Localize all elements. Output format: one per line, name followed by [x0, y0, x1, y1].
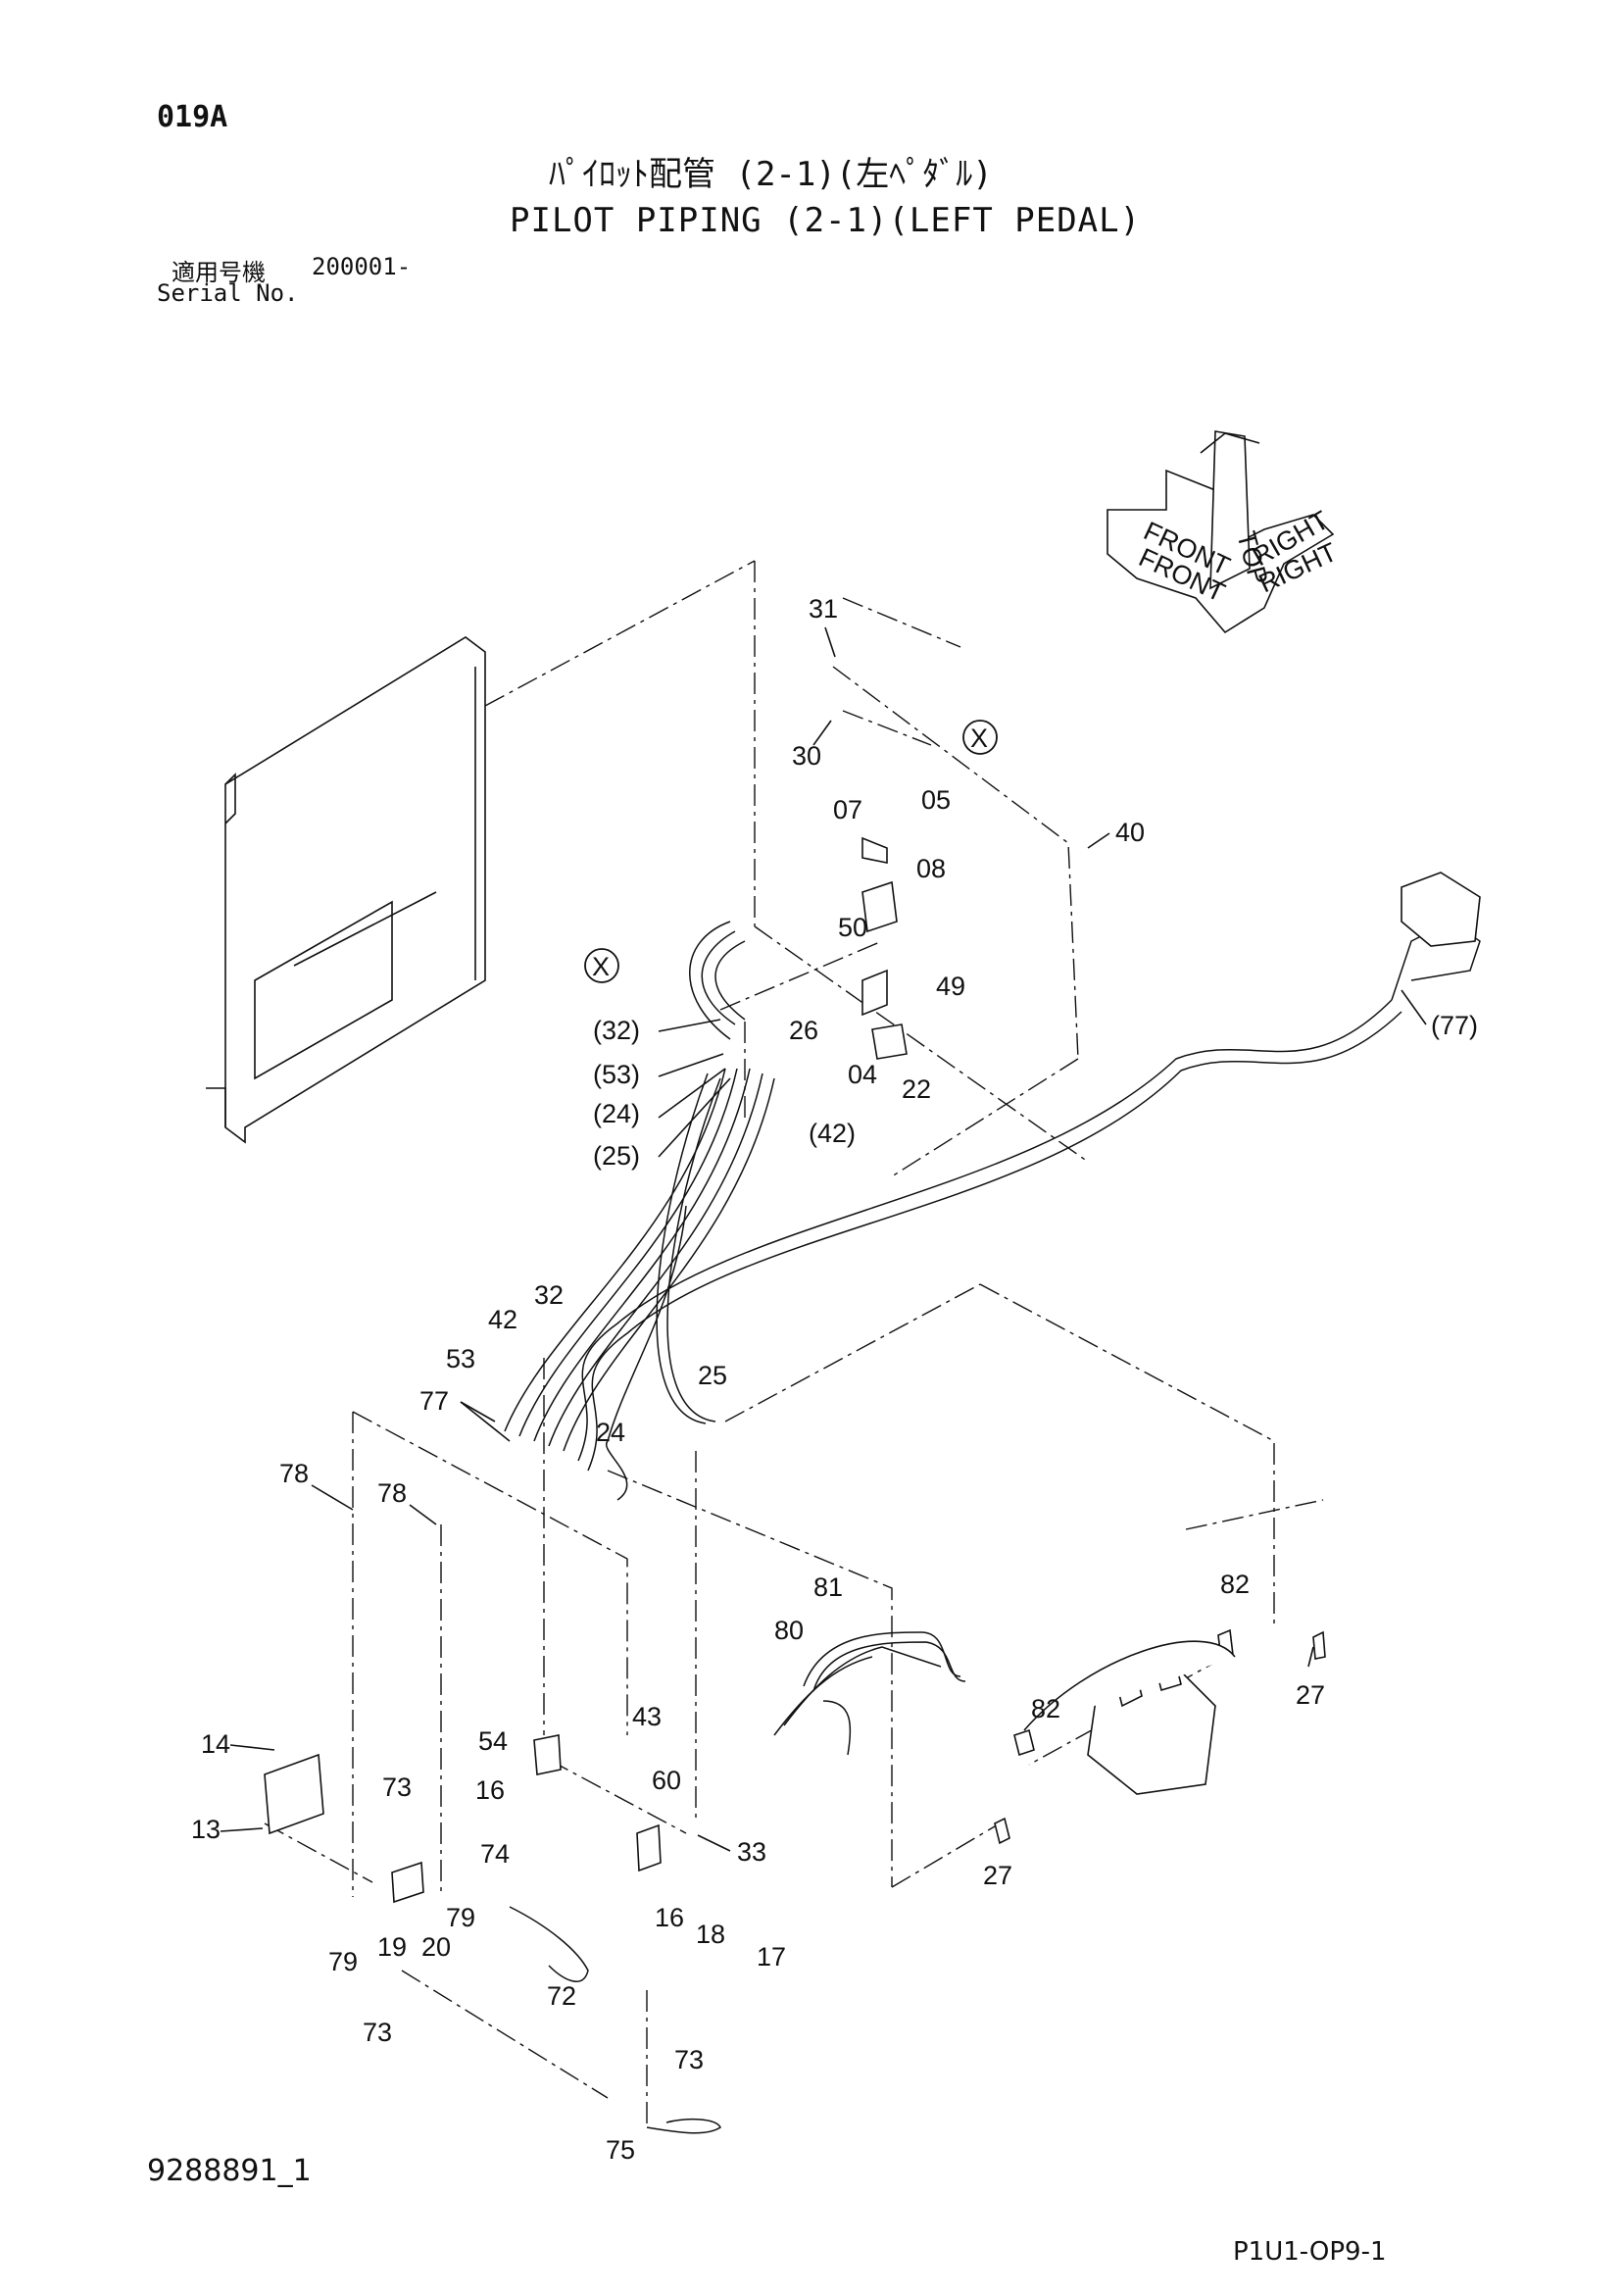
callout-49: 49 [936, 972, 965, 1001]
drawing-number: 9288891_1 [147, 2154, 312, 2188]
callout-leaders [220, 626, 1427, 1852]
callout-42-ref: (42) [809, 1119, 856, 1148]
part-callouts: 31 30 07 05 08 40 50 49 26 04 22 (32) (5… [191, 594, 1478, 2165]
callout-77: 77 [419, 1386, 449, 1416]
callout-07: 07 [833, 795, 862, 824]
callout-04: 04 [848, 1060, 877, 1089]
callout-50: 50 [838, 913, 867, 942]
page-code: 019A [157, 100, 228, 134]
callout-43: 43 [632, 1702, 662, 1731]
reference-mark-x-left-label: X [592, 952, 610, 981]
callout-73-lower-left: 73 [363, 2018, 392, 2047]
components [264, 836, 1481, 1904]
callout-08: 08 [916, 854, 946, 883]
cab-side-panel [206, 636, 486, 1144]
page-reference: P1U1-OP9-1 [1233, 2237, 1387, 2267]
callout-54: 54 [478, 1726, 508, 1756]
callout-16-upper: 16 [475, 1775, 505, 1805]
callout-75: 75 [606, 2135, 635, 2165]
callout-05: 05 [921, 785, 951, 815]
callout-13: 13 [191, 1815, 221, 1844]
callout-22: 22 [902, 1074, 931, 1104]
callout-53-ref: (53) [593, 1060, 640, 1089]
callout-20: 20 [421, 1932, 451, 1962]
callout-78-left: 78 [279, 1459, 309, 1488]
callout-27-upper: 27 [1296, 1680, 1325, 1710]
callout-19: 19 [377, 1932, 407, 1962]
callout-40: 40 [1115, 818, 1145, 847]
callout-26: 26 [789, 1016, 818, 1045]
serial-number-value: 200001- [312, 253, 412, 280]
callout-82-lower: 82 [1031, 1694, 1060, 1723]
callout-33: 33 [737, 1837, 766, 1867]
callout-24-ref: (24) [593, 1099, 640, 1128]
reference-mark-x-right-label: X [970, 724, 988, 753]
callout-79-left: 79 [328, 1947, 358, 1976]
serial-label-english: Serial No. [157, 279, 299, 307]
leader-lines [264, 560, 1324, 2127]
callout-74: 74 [480, 1839, 510, 1869]
callout-73-upper: 73 [382, 1772, 412, 1802]
callout-16-lower: 16 [655, 1903, 684, 1932]
hose-bundle [504, 921, 1481, 2134]
callout-82-upper: 82 [1220, 1570, 1250, 1599]
reference-marks: X X [584, 720, 998, 983]
callout-32-ref: (32) [593, 1016, 640, 1045]
callout-17: 17 [757, 1942, 786, 1972]
title-english: PILOT PIPING (2-1)(LEFT PEDAL) [510, 201, 1142, 240]
reference-mark-x-left [584, 948, 619, 983]
callout-30: 30 [792, 741, 821, 771]
callout-24: 24 [596, 1418, 625, 1447]
reference-mark-x-right [962, 720, 998, 755]
callout-77-ref: (77) [1431, 1011, 1478, 1040]
callout-79-right: 79 [446, 1903, 475, 1932]
callout-80: 80 [774, 1616, 804, 1645]
callout-72: 72 [547, 1981, 576, 2011]
callout-14: 14 [201, 1729, 230, 1759]
callout-60: 60 [652, 1766, 681, 1795]
serial-label-japanese: 適用号機 [172, 259, 266, 286]
callout-53: 53 [446, 1344, 475, 1373]
callout-18: 18 [696, 1920, 725, 1949]
callout-27-lower: 27 [983, 1861, 1012, 1890]
callout-32: 32 [534, 1280, 564, 1310]
callout-25: 25 [698, 1361, 727, 1390]
callout-42: 42 [488, 1305, 517, 1334]
callout-78-right: 78 [377, 1478, 407, 1508]
callout-25-ref: (25) [593, 1141, 640, 1171]
title-japanese: ﾊﾟｲﾛｯﾄ配管 (2-1)(左ﾍﾟﾀﾞﾙ) [549, 155, 993, 194]
callout-73-lower-right: 73 [674, 2045, 704, 2074]
callout-81: 81 [813, 1572, 843, 1602]
orientation-indicator: TOP FRONT RIGHT FRONT RIGHT [1107, 430, 1342, 634]
callout-31: 31 [809, 594, 838, 624]
